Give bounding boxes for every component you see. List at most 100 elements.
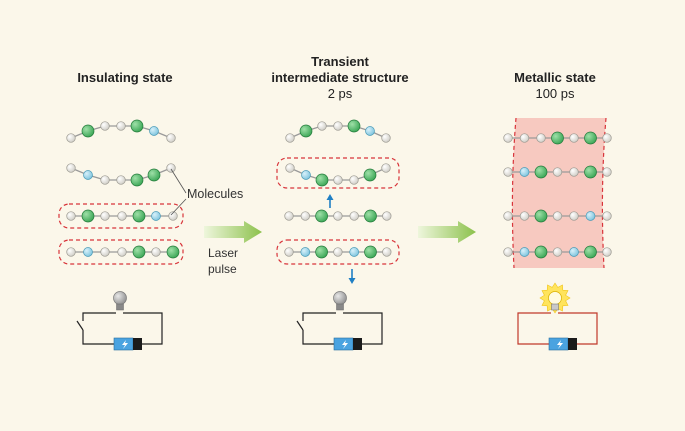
molecule-2-metallic [503, 165, 612, 179]
atom [551, 131, 564, 145]
atom [300, 247, 311, 257]
circuit-wire [517, 312, 551, 321]
title-transient: Transient intermediate structure 2 ps [255, 54, 425, 102]
atom [284, 211, 294, 221]
atom [364, 245, 377, 259]
title-transient-line1: Transient [311, 54, 369, 69]
atom [83, 247, 93, 257]
atom [333, 175, 343, 185]
atom [300, 211, 310, 221]
atom [333, 247, 343, 257]
molecule-outline-3 [276, 157, 400, 189]
battery-cap [353, 338, 362, 350]
bulb-base [336, 303, 344, 311]
atom [333, 211, 343, 221]
atom [317, 121, 327, 131]
atom [66, 133, 76, 143]
switch-icon [76, 320, 84, 331]
atom [503, 211, 513, 221]
circuit-transient [296, 291, 383, 351]
atom [381, 133, 391, 143]
atom [116, 175, 126, 185]
atom [81, 209, 95, 223]
atom [382, 247, 392, 257]
atom [365, 126, 375, 136]
atom [602, 133, 612, 143]
atom [130, 119, 144, 133]
atom [349, 247, 360, 257]
atom [552, 167, 563, 177]
laser-label-line2: pulse [208, 262, 237, 276]
circuit-wire [82, 312, 116, 321]
atom [333, 121, 343, 131]
atom [166, 163, 176, 173]
metallic-band-left-edge [511, 117, 517, 269]
battery-cap [568, 338, 577, 350]
title-metallic: Metallic state 100 ps [490, 70, 620, 102]
atom [519, 133, 530, 143]
atom [301, 170, 311, 180]
molecule-4-transient [284, 245, 392, 259]
laser-pulse-label: Laser pulse [208, 245, 238, 277]
battery-bolt [557, 340, 563, 349]
displacement-arrow-icon [326, 194, 334, 208]
time-transient: 2 ps [327, 86, 353, 101]
atom [534, 209, 548, 223]
atom [66, 247, 76, 257]
atom [284, 247, 294, 257]
atom [315, 209, 328, 223]
atom [519, 167, 530, 177]
title-metallic-line1: Metallic state [514, 70, 596, 85]
atom [569, 167, 579, 177]
title-transient-line2: intermediate structure [271, 70, 409, 85]
circuit-wire [343, 312, 383, 345]
molecule-outline-1 [58, 203, 184, 229]
atom [363, 168, 377, 182]
atom [534, 165, 548, 179]
atom [132, 245, 146, 259]
molecule-2-insulating [66, 163, 176, 187]
atom [519, 211, 530, 221]
atom [166, 133, 176, 143]
title-insulating-line1: Insulating state [77, 70, 173, 85]
molecule-outline-2 [58, 239, 184, 265]
molecule-2-transient [285, 163, 391, 187]
atom [536, 133, 546, 143]
atom [552, 247, 563, 257]
circuit-wire [517, 330, 552, 345]
atom [151, 247, 161, 257]
atom [117, 247, 127, 257]
molecule-1-metallic [503, 131, 612, 145]
laser-label-line1: Laser [208, 246, 239, 260]
atom [347, 119, 361, 133]
circuit-wire [302, 312, 336, 321]
molecule-4-metallic [503, 245, 612, 259]
atom [285, 133, 295, 143]
molecule-3-transient [284, 209, 392, 223]
atom [299, 124, 313, 138]
battery-bolt [342, 340, 348, 349]
atom [315, 245, 328, 259]
atom [381, 163, 391, 173]
atom [503, 247, 513, 257]
atom [569, 211, 579, 221]
atom [602, 211, 612, 221]
atom [602, 247, 612, 257]
atom [585, 211, 596, 221]
atom [151, 211, 161, 221]
bulb-base [551, 303, 559, 311]
circuit-wire [558, 312, 598, 345]
atom [149, 126, 159, 136]
atom [100, 247, 110, 257]
atom [349, 175, 359, 185]
atom [166, 245, 180, 259]
atom [100, 211, 110, 221]
atom [100, 121, 110, 131]
atom [349, 211, 359, 221]
circuit-wire [302, 330, 337, 345]
atom [147, 168, 161, 182]
time-metallic: 100 ps [535, 86, 575, 101]
displacement-arrow-icon [348, 269, 356, 284]
